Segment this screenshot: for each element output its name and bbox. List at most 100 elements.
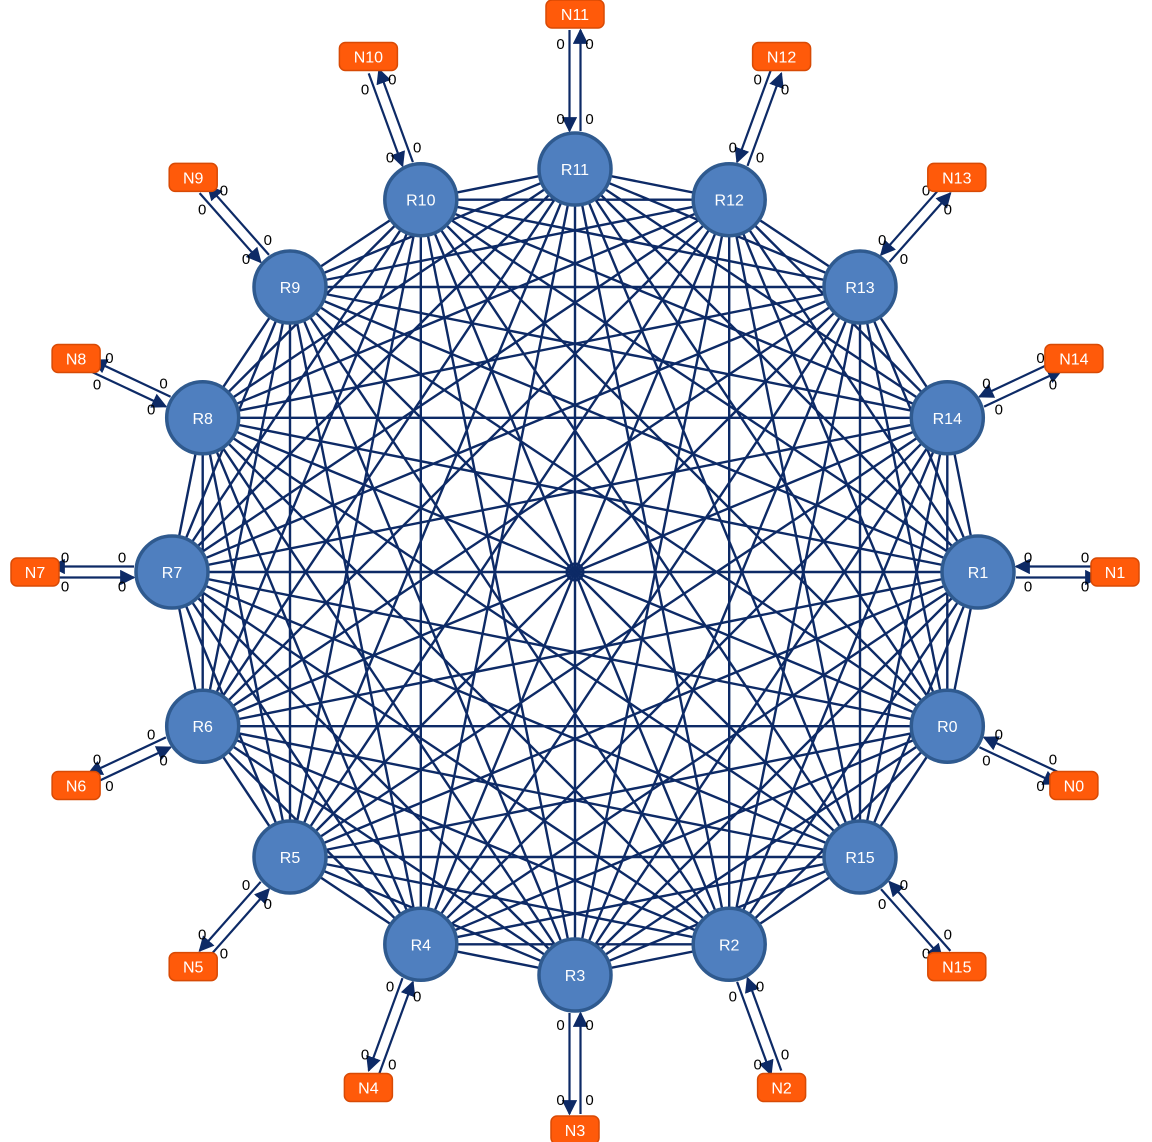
router-r13[interactable]: R13 bbox=[822, 249, 898, 325]
mesh-link-R6-R11 bbox=[201, 168, 576, 727]
router-circle bbox=[164, 380, 241, 456]
node-n5[interactable]: N5 bbox=[168, 951, 218, 982]
router-r1[interactable]: R1 bbox=[940, 534, 1016, 610]
mesh-link-R9-R12 bbox=[289, 198, 730, 289]
mesh-link-R10-R13 bbox=[420, 198, 861, 289]
node-label: N0 bbox=[1064, 779, 1085, 796]
mesh-link-R2-R9 bbox=[289, 286, 731, 945]
port-label-N2-router: 0 bbox=[754, 1056, 762, 1073]
node-label: N9 bbox=[183, 170, 204, 187]
port-label-R0-node: 0 bbox=[982, 753, 990, 770]
mesh-link-R3-R14 bbox=[574, 417, 949, 976]
node-label: N2 bbox=[771, 1081, 792, 1098]
router-label: R3 bbox=[565, 968, 586, 985]
node-links bbox=[49, 28, 1101, 1116]
router-circle bbox=[537, 937, 613, 1013]
node-label: N3 bbox=[565, 1123, 586, 1140]
mesh-link-R11-R14 bbox=[574, 168, 948, 419]
node-n2[interactable]: N2 bbox=[756, 1072, 807, 1103]
node-n13[interactable]: N13 bbox=[927, 162, 987, 193]
router-label: R11 bbox=[561, 162, 589, 179]
node-n10[interactable]: N10 bbox=[338, 41, 399, 72]
node-n15[interactable]: N15 bbox=[927, 951, 987, 982]
router-circle bbox=[909, 380, 986, 456]
port-label-R0-node: 0 bbox=[995, 726, 1003, 743]
router-circle bbox=[164, 688, 241, 764]
node-link-R6-N6-out bbox=[86, 736, 167, 775]
router-label: R0 bbox=[937, 719, 958, 736]
port-label-N13-router: 0 bbox=[922, 182, 930, 199]
router-r15[interactable]: R15 bbox=[822, 819, 898, 895]
mesh-link-R3-R10 bbox=[419, 199, 577, 976]
router-r5[interactable]: R5 bbox=[252, 819, 328, 895]
router-circle bbox=[691, 161, 767, 238]
node-n6[interactable]: N6 bbox=[51, 770, 101, 801]
router-r14[interactable]: R14 bbox=[909, 380, 986, 456]
mesh-link-R9-R14 bbox=[289, 285, 948, 419]
mesh-link-R0-R13 bbox=[858, 286, 949, 727]
node-n9[interactable]: N9 bbox=[168, 162, 218, 193]
port-label-N8-router: 0 bbox=[93, 376, 101, 393]
node-n1[interactable]: N1 bbox=[1090, 557, 1140, 587]
port-label-N11-router: 0 bbox=[556, 36, 564, 53]
mesh-link-R5-R14 bbox=[289, 416, 948, 858]
router-circle bbox=[252, 819, 328, 895]
router-label: R9 bbox=[280, 280, 301, 297]
port-label-N3-router: 0 bbox=[556, 1092, 564, 1109]
node-link-R0-N0-in bbox=[982, 736, 1063, 775]
router-circle bbox=[822, 249, 898, 325]
port-label-R8-node: 0 bbox=[159, 375, 167, 392]
router-r2[interactable]: R2 bbox=[691, 906, 767, 983]
mesh-link-R1-R8 bbox=[202, 416, 979, 574]
mesh-link-R4-R15 bbox=[420, 855, 861, 946]
router-r3[interactable]: R3 bbox=[537, 937, 613, 1013]
router-r9[interactable]: R9 bbox=[252, 249, 328, 325]
port-label-N7-router: 0 bbox=[61, 579, 69, 596]
port-label-N5-router: 0 bbox=[198, 927, 206, 944]
port-label-R9-node: 0 bbox=[242, 251, 250, 268]
port-label-R14-node: 0 bbox=[982, 375, 990, 392]
router-r0[interactable]: R0 bbox=[909, 688, 986, 764]
router-r6[interactable]: R6 bbox=[164, 688, 241, 764]
node-n12[interactable]: N12 bbox=[751, 41, 812, 72]
node-link-R5-N5-in bbox=[207, 887, 271, 959]
node-n8[interactable]: N8 bbox=[51, 343, 101, 374]
port-label-R10-node: 0 bbox=[413, 140, 421, 157]
port-label-R2-node: 0 bbox=[729, 988, 737, 1005]
port-label-R14-node: 0 bbox=[995, 402, 1003, 419]
node-label: N6 bbox=[66, 779, 87, 796]
mesh-link-R1-R2 bbox=[728, 571, 979, 945]
node-label: N8 bbox=[66, 352, 87, 369]
node-n3[interactable]: N3 bbox=[550, 1115, 600, 1142]
port-label-R10-node: 0 bbox=[386, 150, 394, 167]
router-r11[interactable]: R11 bbox=[537, 131, 613, 207]
router-r4[interactable]: R4 bbox=[383, 906, 459, 983]
port-label-N2-router: 0 bbox=[781, 1046, 789, 1063]
mesh-link-R0-R9 bbox=[289, 286, 948, 728]
router-r7[interactable]: R7 bbox=[134, 534, 210, 610]
port-label-R2-node: 0 bbox=[756, 978, 764, 995]
node-n0[interactable]: N0 bbox=[1049, 770, 1099, 801]
node-label: N7 bbox=[25, 565, 46, 582]
node-box bbox=[1044, 343, 1104, 374]
node-link-R2-N2-in bbox=[745, 976, 783, 1071]
router-r10[interactable]: R10 bbox=[383, 161, 459, 238]
mesh-link-R4-R7 bbox=[171, 571, 422, 945]
node-n4[interactable]: N4 bbox=[343, 1072, 394, 1103]
node-n14[interactable]: N14 bbox=[1044, 343, 1104, 374]
port-label-R1-node: 0 bbox=[1024, 579, 1032, 596]
router-r8[interactable]: R8 bbox=[164, 380, 241, 456]
mesh-link-R6-R15 bbox=[202, 725, 861, 859]
mesh-link-R4-R13 bbox=[419, 286, 861, 945]
node-label: N13 bbox=[942, 170, 971, 187]
mesh-link-R2-R5 bbox=[289, 855, 730, 946]
node-n7[interactable]: N7 bbox=[10, 557, 60, 587]
router-r12[interactable]: R12 bbox=[691, 161, 767, 238]
node-label: N5 bbox=[183, 960, 204, 977]
router-label: R7 bbox=[162, 565, 183, 582]
node-box bbox=[338, 41, 399, 72]
mesh-link-R3-R12 bbox=[573, 199, 731, 976]
port-label-R5-node: 0 bbox=[264, 896, 272, 913]
node-n11[interactable]: N11 bbox=[545, 0, 605, 29]
